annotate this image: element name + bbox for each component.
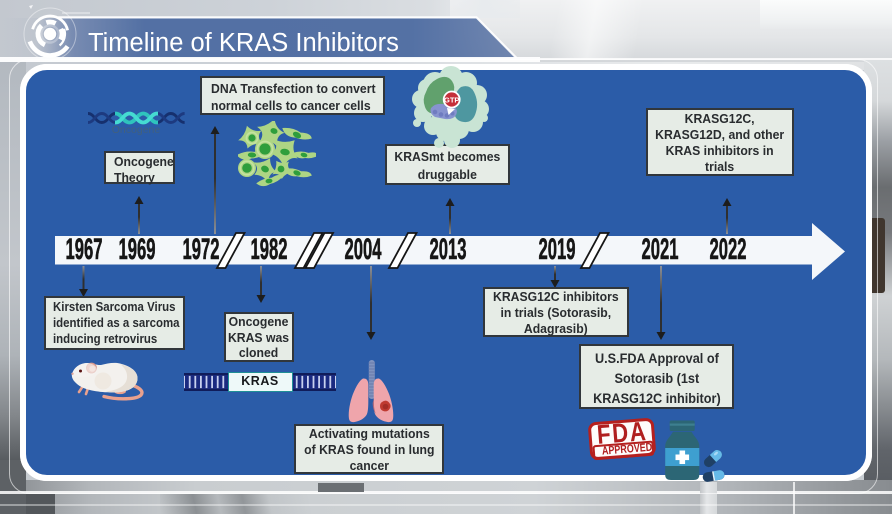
- svg-text:Oncogene: Oncogene: [112, 124, 161, 136]
- svg-text:GTP: GTP: [444, 96, 459, 105]
